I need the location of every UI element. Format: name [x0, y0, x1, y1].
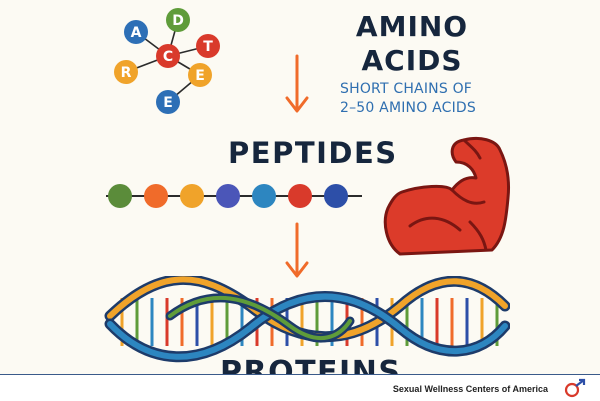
- amino-acid-node: A: [124, 20, 148, 44]
- amino-acid-letter: E: [163, 95, 173, 111]
- peptide-bead: [288, 184, 312, 208]
- amino-acid-node: C: [156, 44, 180, 68]
- amino-acid-letter: D: [172, 13, 184, 29]
- amino-acid-node: E: [156, 90, 180, 114]
- amino-acid-node: R: [114, 60, 138, 84]
- amino-acid-letter: R: [121, 65, 132, 81]
- amino-acid-node: T: [196, 34, 220, 58]
- peptide-bead: [324, 184, 348, 208]
- amino-title-line-2: ACIDS: [361, 44, 463, 77]
- peptide-chain: [106, 184, 362, 208]
- brand-logo-icon: [564, 378, 586, 398]
- amino-subtitle-line-1: SHORT CHAINS OF: [340, 81, 473, 97]
- amino-acid-letter: E: [195, 68, 205, 84]
- peptide-bead: [180, 184, 204, 208]
- amino-acid-letter: T: [203, 39, 213, 55]
- amino-acid-letter: A: [131, 25, 142, 41]
- peptides-title: PEPTIDES: [228, 136, 398, 170]
- peptide-bead: [108, 184, 132, 208]
- amino-acid-node: E: [188, 63, 212, 87]
- muscle-arm-icon: [383, 136, 510, 256]
- amino-subtitle-line-2: 2–50 AMINO ACIDS: [340, 100, 477, 116]
- down-arrow-icon: [285, 222, 309, 278]
- down-arrow-icon: [285, 54, 309, 113]
- protein-helix: [104, 276, 510, 363]
- amino-acid-node: D: [166, 8, 190, 32]
- footer-brand: Sexual Wellness Centers of America: [392, 384, 548, 394]
- amino-title-line-1: AMINO: [355, 10, 469, 43]
- footer-bar: Sexual Wellness Centers of America: [0, 374, 600, 401]
- amino-acid-letter: C: [163, 49, 173, 65]
- peptide-bead: [252, 184, 276, 208]
- amino-acids-subtitle: SHORT CHAINS OF 2–50 AMINO ACIDS: [340, 80, 476, 118]
- amino-acid-network: A D C T R E E: [114, 8, 220, 114]
- amino-acids-title: AMINO ACIDS: [352, 10, 472, 78]
- peptide-bead: [216, 184, 240, 208]
- peptide-bead: [144, 184, 168, 208]
